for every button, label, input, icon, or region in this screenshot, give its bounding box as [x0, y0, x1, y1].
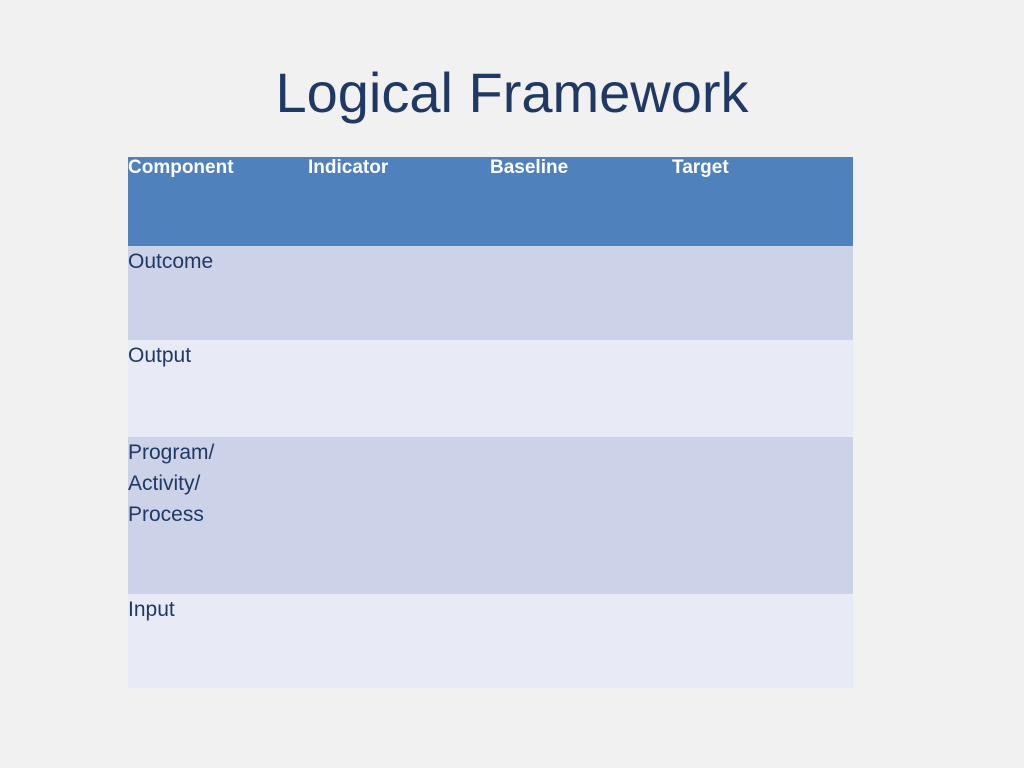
cell-indicator[interactable] [308, 594, 490, 688]
column-header-baseline[interactable]: Baseline [490, 157, 672, 246]
page-title: Logical Framework [275, 61, 749, 124]
cell-target[interactable] [672, 246, 853, 340]
cell-component-label: Outcome [128, 250, 214, 273]
cell-component[interactable]: Output [128, 340, 308, 437]
cell-indicator[interactable] [308, 340, 490, 437]
cell-target[interactable] [672, 594, 853, 688]
cell-indicator[interactable] [308, 246, 490, 340]
cell-baseline[interactable] [490, 340, 672, 437]
column-header-component[interactable]: Component [128, 157, 308, 246]
table-header-row: Component Indicator Baseline Target [128, 157, 853, 246]
table-row: Output [128, 340, 853, 437]
logical-framework-table: Component Indicator Baseline Target Outc… [128, 157, 853, 688]
cell-indicator[interactable] [308, 437, 490, 594]
table-row: Outcome [128, 246, 853, 340]
cell-component-label: Output [128, 344, 192, 367]
cell-component-label: Input [128, 598, 175, 621]
cell-component[interactable]: Program/ Activity/ Process [128, 437, 308, 594]
cell-component[interactable]: Input [128, 594, 308, 688]
cell-component-label: Program/ Activity/ Process [128, 441, 215, 526]
cell-baseline[interactable] [490, 594, 672, 688]
table-row: Input [128, 594, 853, 688]
cell-baseline[interactable] [490, 437, 672, 594]
column-header-indicator[interactable]: Indicator [308, 157, 490, 246]
cell-component[interactable]: Outcome [128, 246, 308, 340]
cell-target[interactable] [672, 340, 853, 437]
column-header-target[interactable]: Target [672, 157, 853, 246]
cell-target[interactable] [672, 437, 853, 594]
cell-baseline[interactable] [490, 246, 672, 340]
table-row: Program/ Activity/ Process [128, 437, 853, 594]
